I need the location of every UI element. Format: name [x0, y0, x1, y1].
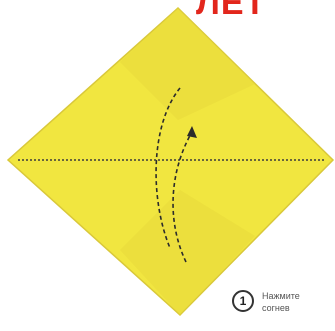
step-text-line-2: согнев — [262, 302, 335, 314]
step-instruction: Нажмите согнев — [262, 290, 335, 314]
step-number-badge: 1 — [232, 290, 254, 312]
step-text-line-1: Нажмите — [262, 290, 335, 302]
heading-fragment: ЛЕТ — [196, 0, 266, 20]
